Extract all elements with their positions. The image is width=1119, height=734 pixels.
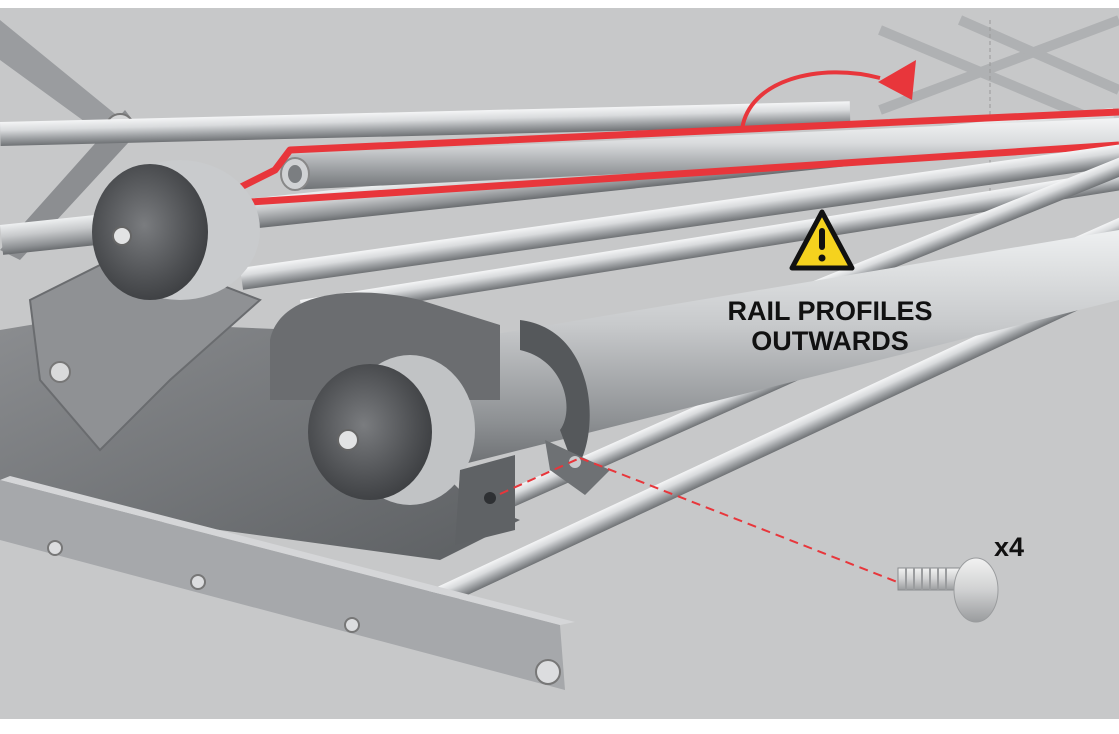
- warning-caption-line1: RAIL PROFILES: [727, 296, 933, 326]
- rotation-arrow-icon: [740, 60, 916, 131]
- assembly-drawing: [0, 15, 1119, 690]
- warning-caption: RAIL PROFILES OUTWARDS: [650, 296, 1010, 356]
- highlighted-rail-profile: [201, 108, 1119, 209]
- end-cap-knob-upper: [92, 160, 260, 300]
- quantity-label: x4: [994, 532, 1025, 562]
- screw-insertion-path: [499, 457, 906, 586]
- bottom-frame-bar: [0, 476, 575, 690]
- end-cap-knob-lower: [308, 355, 515, 545]
- warning-caption-line2: OUTWARDS: [751, 326, 909, 356]
- warning-triangle-icon: [789, 209, 855, 271]
- screw-icon: [897, 557, 999, 623]
- illustration-frame: RAIL PROFILES OUTWARDS x4: [0, 8, 1119, 719]
